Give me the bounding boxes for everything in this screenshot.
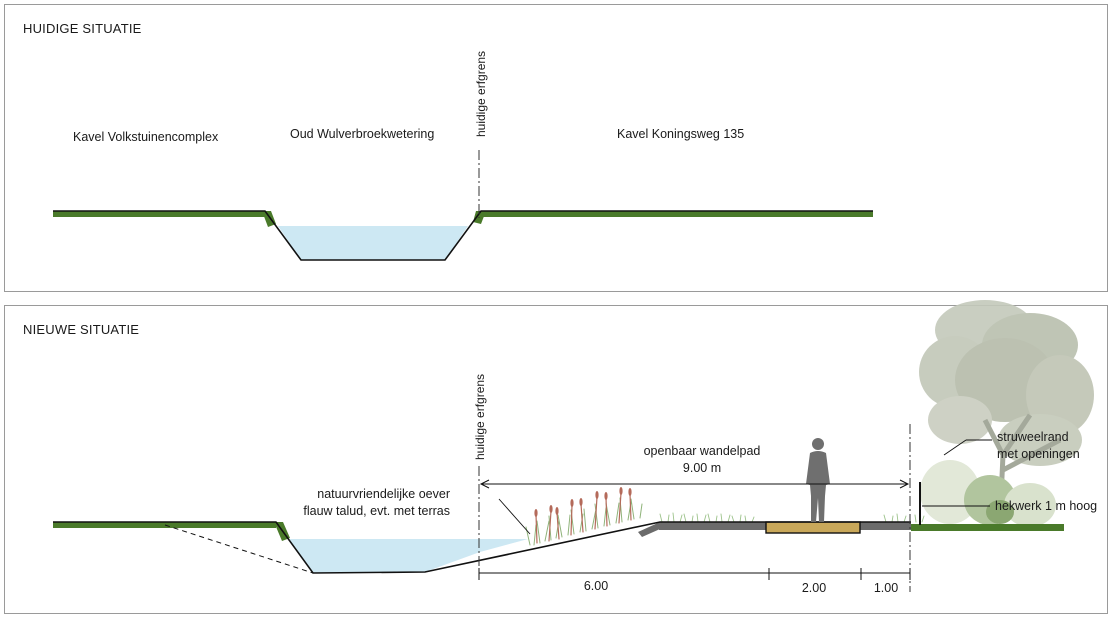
panel-title-new: NIEUWE SITUATIE <box>23 322 140 337</box>
label-bank-line2: flauw talud, evt. met terras <box>303 504 450 518</box>
dim-label-edge: 1.00 <box>874 581 898 595</box>
label-right-plot: Kavel Koningsweg 135 <box>617 127 744 141</box>
person-silhouette <box>806 438 830 522</box>
path-width-arrow <box>479 479 910 489</box>
ground-left-plot <box>53 211 265 217</box>
label-path-line2: 9.00 m <box>683 461 721 475</box>
label-left-plot: Kavel Volkstuinencomplex <box>73 130 219 144</box>
reed-vegetation <box>525 487 925 546</box>
footpath-surface <box>765 521 861 534</box>
label-ditch: Oud Wulverbroekwetering <box>290 127 434 141</box>
current-situation-panel: HUIDIGE SITUATIE <box>4 4 1108 292</box>
current-cross-section <box>53 150 873 261</box>
ditch-water <box>278 226 468 260</box>
bank-left <box>262 211 276 227</box>
new-bank-profile <box>53 521 911 574</box>
label-path-line1: openbaar wandelpad <box>644 444 761 458</box>
label-bank-line1: natuurvriendelijke oever <box>317 487 450 501</box>
pond-water <box>288 539 528 573</box>
ditch-profile <box>53 210 873 261</box>
dim-label-path: 2.00 <box>802 581 826 595</box>
tree-illustration <box>919 300 1094 527</box>
label-fence: hekwerk 1 m hoog <box>995 499 1097 513</box>
ground-left-new <box>53 522 276 528</box>
label-current-boundary-top: huidige erfgrens <box>474 51 488 137</box>
ground-right-plot <box>481 211 873 217</box>
ground-right-new <box>911 524 1064 531</box>
path-edge-slab <box>638 522 660 537</box>
dim-label-bank: 6.00 <box>584 579 608 593</box>
former-profile-dashed <box>164 524 314 574</box>
label-hedge-line1: struweelrand <box>997 430 1069 444</box>
label-hedge-line2: met openingen <box>997 447 1080 461</box>
leader-hedge <box>943 439 967 456</box>
label-current-boundary-bottom: huidige erfgrens <box>473 374 487 460</box>
leader-bank <box>498 498 531 535</box>
panel-title-current: HUIDIGE SITUATIE <box>23 21 142 36</box>
dimension-line <box>478 568 911 580</box>
